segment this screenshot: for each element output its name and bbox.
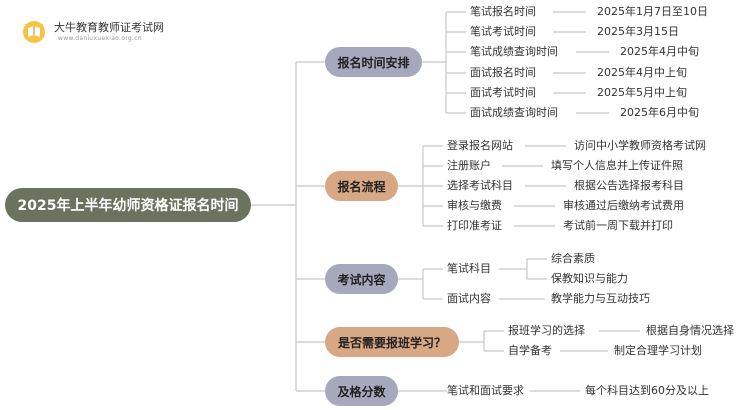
score-label-0: 笔试和面试要求 xyxy=(447,384,524,397)
score-value-0: 每个科目达到60分及以上 xyxy=(585,384,709,397)
content-value-0b: 保教知识与能力 xyxy=(551,272,628,285)
content-value-0a: 综合素质 xyxy=(551,252,595,265)
schedule-label-4: 面试考试时间 xyxy=(470,86,536,99)
process-value-1: 填写个人信息并上传证件照 xyxy=(551,159,683,172)
process-label-4: 打印准考证 xyxy=(447,219,502,232)
process-label-0: 登录报名网站 xyxy=(447,139,513,152)
process-label-3: 审核与缴费 xyxy=(447,199,502,212)
schedule-value-2: 2025年4月中旬 xyxy=(620,45,699,58)
schedule-value-3: 2025年4月中上旬 xyxy=(597,66,687,79)
schedule-label-3: 面试报名时间 xyxy=(470,66,536,79)
schedule-label-1: 笔试考试时间 xyxy=(470,25,536,38)
process-value-3: 审核通过后缴纳考试费用 xyxy=(563,199,684,212)
study-value-0: 根据自身情况选择 xyxy=(646,324,734,337)
schedule-label-5: 面试成绩查询时间 xyxy=(470,106,558,119)
book-icon xyxy=(23,21,45,43)
root-node: 2025年上半年幼师资格证报名时间 xyxy=(5,188,251,222)
schedule-value-4: 2025年5月中上旬 xyxy=(597,86,687,99)
schedule-value-1: 2025年3月15日 xyxy=(597,25,679,38)
schedule-value-5: 2025年6月中旬 xyxy=(620,106,699,119)
category-process: 报名流程 xyxy=(325,171,398,201)
process-value-4: 考试前一周下载并打印 xyxy=(563,219,673,232)
schedule-label-2: 笔试成绩查询时间 xyxy=(470,45,558,58)
brand-url: www.daniuxuexiao.org.cn xyxy=(58,35,142,42)
content-label-0: 笔试科目 xyxy=(447,262,491,275)
study-label-1: 自学备考 xyxy=(508,344,552,357)
study-label-0: 报班学习的选择 xyxy=(508,324,585,337)
category-schedule: 报名时间安排 xyxy=(325,47,422,77)
brand-title: 大牛教育教师证考试网 xyxy=(54,21,164,34)
schedule-label-0: 笔试报名时间 xyxy=(470,5,536,18)
content-value-1: 教学能力与互动技巧 xyxy=(551,292,650,305)
category-content: 考试内容 xyxy=(325,264,398,294)
study-value-1: 制定合理学习计划 xyxy=(614,344,702,357)
process-label-2: 选择考试科目 xyxy=(447,179,513,192)
content-label-1: 面试内容 xyxy=(447,292,491,305)
category-study: 是否需要报班学习？ xyxy=(325,327,459,357)
category-score: 及格分数 xyxy=(325,376,398,406)
process-value-2: 根据公告选择报考科目 xyxy=(574,179,684,192)
process-label-1: 注册账户 xyxy=(447,159,491,172)
brand-logo: 大牛教育教师证考试网 www.daniuxuexiao.org.cn xyxy=(18,16,168,48)
schedule-value-0: 2025年1月7日至10日 xyxy=(597,5,708,18)
process-value-0: 访问中小学教师资格考试网 xyxy=(574,139,706,152)
